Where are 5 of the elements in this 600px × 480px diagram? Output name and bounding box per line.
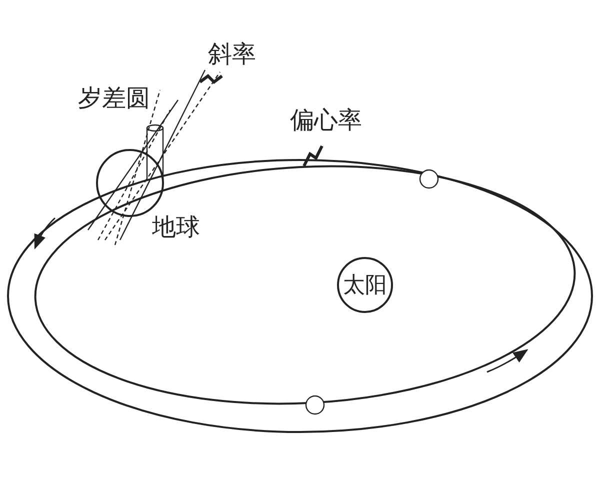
obliquity-label: 斜率 bbox=[208, 42, 256, 66]
sun-label: 太阳 bbox=[343, 272, 387, 300]
precession-label: 岁差圆 bbox=[78, 86, 150, 110]
eccentricity-label: 偏心率 bbox=[290, 108, 362, 132]
earth-label: 地球 bbox=[152, 215, 200, 239]
